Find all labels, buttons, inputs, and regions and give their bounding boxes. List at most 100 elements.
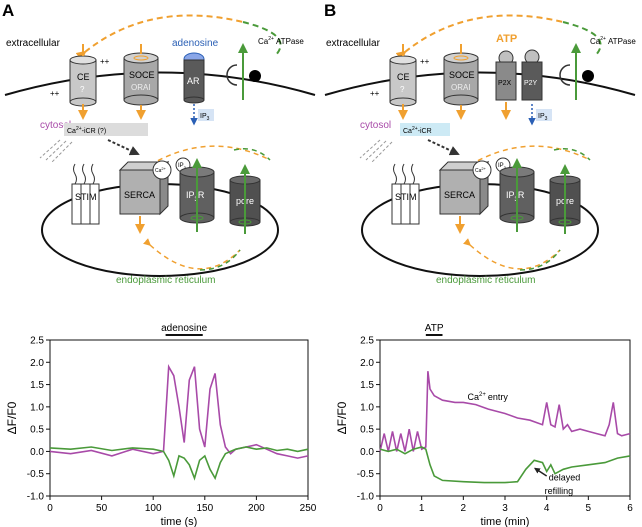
ca-atpase-pump — [226, 43, 261, 100]
y-tick-label: 2.5 — [30, 336, 44, 347]
y-tick-label: 1.0 — [360, 402, 374, 413]
svg-text:IP3: IP3 — [498, 163, 507, 170]
svg-text:CE: CE — [77, 72, 90, 82]
svg-text:AR: AR — [187, 76, 200, 86]
y-tick-label: 1.5 — [360, 380, 374, 391]
svg-text:SERCA: SERCA — [444, 190, 475, 200]
x-tick-label: 0 — [47, 503, 53, 514]
ce-channel-b: CE ? — [389, 55, 417, 107]
y-tick-label: 0.5 — [30, 425, 44, 436]
y-tick-label: 2.5 — [360, 336, 374, 347]
svg-text:Ca2+: Ca2+ — [475, 166, 487, 174]
x-axis-label: time (s) — [161, 516, 198, 527]
plot-frame — [49, 339, 309, 497]
x-tick-label: 250 — [300, 503, 317, 514]
x-tick-label: 6 — [627, 503, 633, 514]
y-tick-label: 1.0 — [30, 402, 44, 413]
serca-pump: SERCA — [118, 160, 170, 216]
svg-text:P2X: P2X — [498, 80, 512, 87]
panel-a-label: A — [2, 1, 14, 20]
series-line-1 — [379, 446, 631, 484]
x-tick-label: 5 — [586, 503, 592, 514]
y-tick-label: -0.5 — [357, 469, 375, 480]
svg-text:Ca2+: Ca2+ — [155, 166, 167, 174]
cytosol-label: cytosol — [40, 120, 71, 131]
orange-arc-top — [75, 14, 244, 61]
chart-b: -1.0 -0.5 0.0 0.5 1.0 1.5 2.0 2.5 0 1 2 3 4 5 6 time (m… — [335, 323, 633, 527]
x-tick-label: 0 — [377, 503, 383, 514]
y-tick-label: -1.0 — [357, 492, 375, 503]
x-tick-label: 100 — [145, 503, 162, 514]
atp-label: ATP — [496, 33, 517, 45]
plasma-membrane — [4, 71, 316, 96]
svg-text:STIM: STIM — [75, 192, 97, 202]
svg-text:Ca2+ATPase: Ca2+ATPase — [590, 36, 636, 46]
p2x-receptor: P2X — [495, 61, 517, 101]
panel-a-diagram: A extracellular ++ ++ CE ? SOCE ORAI — [2, 1, 316, 286]
cytosol-label-b: cytosol — [360, 120, 391, 131]
annotation-0: Ca2+entry — [468, 392, 509, 402]
svg-text:IP3: IP3 — [200, 113, 210, 122]
svg-text:ORAI: ORAI — [131, 83, 151, 92]
x-tick-label: 1 — [419, 503, 425, 514]
p2y-receptor: P2Y — [521, 61, 543, 101]
refilling-arrow — [533, 467, 548, 477]
panel-b-label: B — [324, 1, 336, 20]
x-tick-label: 200 — [248, 503, 265, 514]
svg-text:?: ? — [400, 85, 405, 94]
x-tick-label: 50 — [96, 503, 108, 514]
annotation-1: delayed — [549, 472, 581, 482]
icr-box — [64, 123, 148, 136]
x-tick-label: 2 — [461, 503, 467, 514]
soce-channel: SOCE ORAI — [123, 52, 159, 106]
stim-protein: STIM — [71, 163, 100, 225]
y-tick-label: -1.0 — [27, 492, 45, 503]
x-tick-label: 3 — [502, 503, 508, 514]
svg-text:Ca2+-iCR: Ca2+-iCR — [403, 126, 432, 135]
adenosine-label: adenosine — [172, 38, 219, 49]
series-line-0 — [49, 363, 309, 459]
green-arc-top — [242, 21, 282, 57]
svg-text:P2Y: P2Y — [524, 80, 538, 87]
panel-b-diagram: B extracellular ++ ++ CE ? SOCE ORAI ATP — [324, 1, 636, 286]
ip3-box — [198, 109, 214, 121]
svg-text:ORAI: ORAI — [451, 83, 471, 92]
plasma-membrane-b — [324, 71, 636, 96]
y-tick-label: 0.0 — [360, 447, 374, 458]
svg-text:SERCA: SERCA — [124, 190, 155, 200]
er-label-b: endoplasmic reticulum — [436, 275, 536, 286]
ca-atpase-pump-b — [559, 43, 594, 100]
svg-text:++: ++ — [370, 89, 380, 98]
ar-receptor: AR — [183, 59, 205, 104]
svg-text:Ca2+ATPase: Ca2+ATPase — [258, 36, 304, 46]
svg-text:IP3: IP3 — [178, 163, 187, 170]
y-axis-label: ΔF/F0 — [5, 401, 19, 434]
stim-protein-b: STIM — [391, 163, 420, 225]
svg-text:++: ++ — [420, 57, 430, 66]
y-tick-label: -0.5 — [27, 469, 45, 480]
y-tick-label: 0.5 — [360, 425, 374, 436]
icr-box-b — [400, 123, 450, 136]
plot-frame — [379, 339, 631, 497]
stimulus-label: adenosine — [161, 323, 208, 334]
svg-text:SOCE: SOCE — [449, 70, 475, 80]
series-line-1 — [49, 446, 309, 481]
annotation-2: refilling — [545, 486, 574, 496]
extracellular-label: extracellular — [6, 38, 61, 49]
y-tick-label: 2.0 — [30, 358, 44, 369]
x-tick-label: 4 — [544, 503, 550, 514]
ca-ion-serca — [152, 160, 172, 180]
y-tick-label: 1.5 — [30, 380, 44, 391]
svg-text:Ca2+-iCR (?): Ca2+-iCR (?) — [67, 126, 106, 135]
x-tick-label: 150 — [196, 503, 213, 514]
series-line-0 — [379, 371, 631, 452]
y-tick-label: 2.0 — [360, 358, 374, 369]
soce-channel-b: SOCE ORAI — [443, 52, 479, 106]
x-axis-label: time (min) — [481, 516, 530, 527]
charge-left: ++ — [50, 89, 60, 98]
svg-text:CE: CE — [397, 72, 410, 82]
er-label: endoplasmic reticulum — [116, 275, 216, 286]
stimulus-label: ATP — [425, 323, 444, 334]
